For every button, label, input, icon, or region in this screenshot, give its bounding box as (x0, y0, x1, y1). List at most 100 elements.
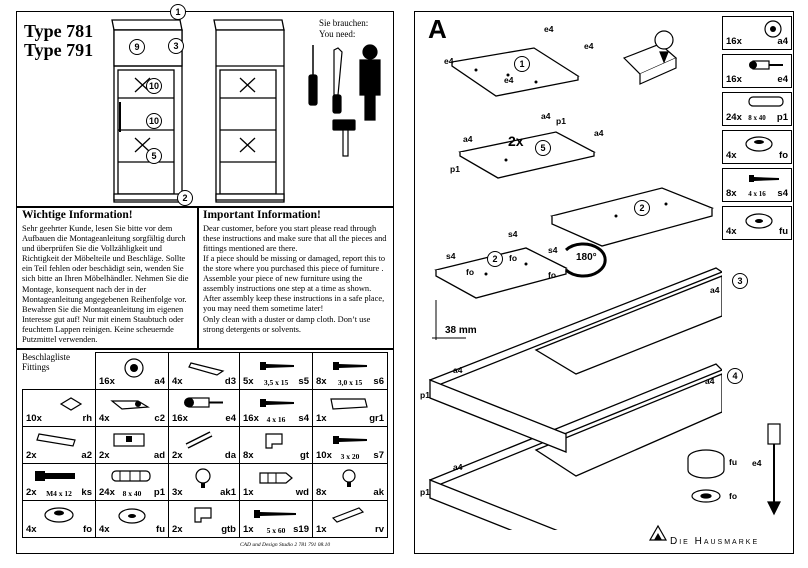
type-781-title: Type 781 (24, 21, 94, 41)
hw-fo-1: fo (509, 253, 518, 263)
panel-2-lower: 2 (487, 251, 503, 267)
knob-icon (195, 468, 211, 488)
hw-p1-1: p1 (556, 116, 566, 126)
foot-glide-icon (44, 507, 74, 523)
assembly-drawing (428, 47, 722, 530)
info-en-body-4: Only clean with a duster or damp cloth. … (203, 315, 371, 335)
bolt-icon (35, 471, 75, 481)
knob-icon (342, 469, 356, 487)
info-de-body: Sehr geehrter Kunde, lesen Sie bitte vor… (22, 224, 189, 345)
info-en-body-3: After assembly keep these instructions i… (203, 294, 385, 314)
hw-fu-1: fu (729, 457, 738, 467)
hw-a4-5: a4 (453, 365, 463, 375)
bolt-detail-icon (767, 423, 781, 516)
callout-10b: 10 (146, 113, 162, 129)
fittings-footer: CAD und Design Studio 2 781 791 08.10 (240, 542, 331, 548)
foot-glide-icon (745, 136, 773, 152)
panel-4: 4 (727, 368, 743, 384)
panel-5: 5 (535, 140, 551, 156)
info-en-body-1: Dear customer, before you start please r… (203, 224, 387, 254)
hw-e4-5: e4 (752, 458, 762, 468)
fittings-title-en: Fittings (22, 362, 50, 372)
callout-5: 5 (146, 148, 162, 164)
hw-e4-3: e4 (444, 56, 454, 66)
screw-icon (333, 436, 367, 444)
hw-a4-2: a4 (594, 128, 604, 138)
callout-10a: 10 (146, 78, 162, 94)
tools-icon (308, 44, 381, 157)
hw-p1-4: p1 (420, 487, 430, 497)
hw-a4-7: a4 (453, 462, 463, 472)
hw-e4-1: e4 (544, 24, 554, 34)
twice-label: 2x (508, 133, 524, 149)
hw-a4-1: a4 (541, 111, 551, 121)
type-791-title: Type 791 (24, 40, 94, 60)
damper-icon (185, 431, 213, 449)
divider-fittings (16, 348, 394, 350)
callout-2: 2 (177, 190, 193, 206)
corner-block-icon (59, 397, 83, 411)
hw-e4-4: e4 (504, 75, 514, 85)
hw-p1-3: p1 (420, 390, 430, 400)
rail-icon (331, 507, 365, 523)
hw-s4-2: s4 (548, 245, 558, 255)
hw-p1-2: p1 (450, 164, 460, 174)
handle-icon (330, 398, 368, 410)
hw-s4-1: s4 (508, 229, 518, 239)
cam-detail-icon (622, 30, 678, 85)
fittings-title-de: Beschlagliste (22, 352, 70, 362)
right-page-frame (414, 11, 794, 554)
hw-a4-6: a4 (705, 376, 715, 386)
connector-bolt-icon (184, 397, 223, 408)
step-letter: A (428, 14, 447, 44)
info-en-body-2: If a piece should be missing or damaged,… (203, 254, 386, 294)
panel-1: 1 (514, 56, 530, 72)
dowel-icon (111, 470, 151, 482)
brand-logo-icon (648, 524, 668, 541)
hinge-plate-icon (188, 362, 225, 376)
bracket-icon (113, 433, 145, 447)
cam-lock-icon (764, 20, 782, 38)
glass-bracket-icon (194, 507, 212, 523)
hw-fo-4: fo (729, 491, 738, 501)
panel-2-upper: 2 (634, 200, 650, 216)
brand-name: Die Hausmarke (670, 536, 760, 547)
foot-detail-icon (687, 449, 725, 503)
screw-icon (749, 175, 779, 182)
screw-icon (260, 362, 294, 370)
hinge-icon (110, 400, 150, 410)
left-page-frame (16, 11, 394, 554)
foot-cap-icon (118, 508, 146, 524)
dowel-icon (748, 96, 784, 107)
rotate-180: 180° (576, 252, 597, 263)
callout-3: 3 (168, 38, 184, 54)
